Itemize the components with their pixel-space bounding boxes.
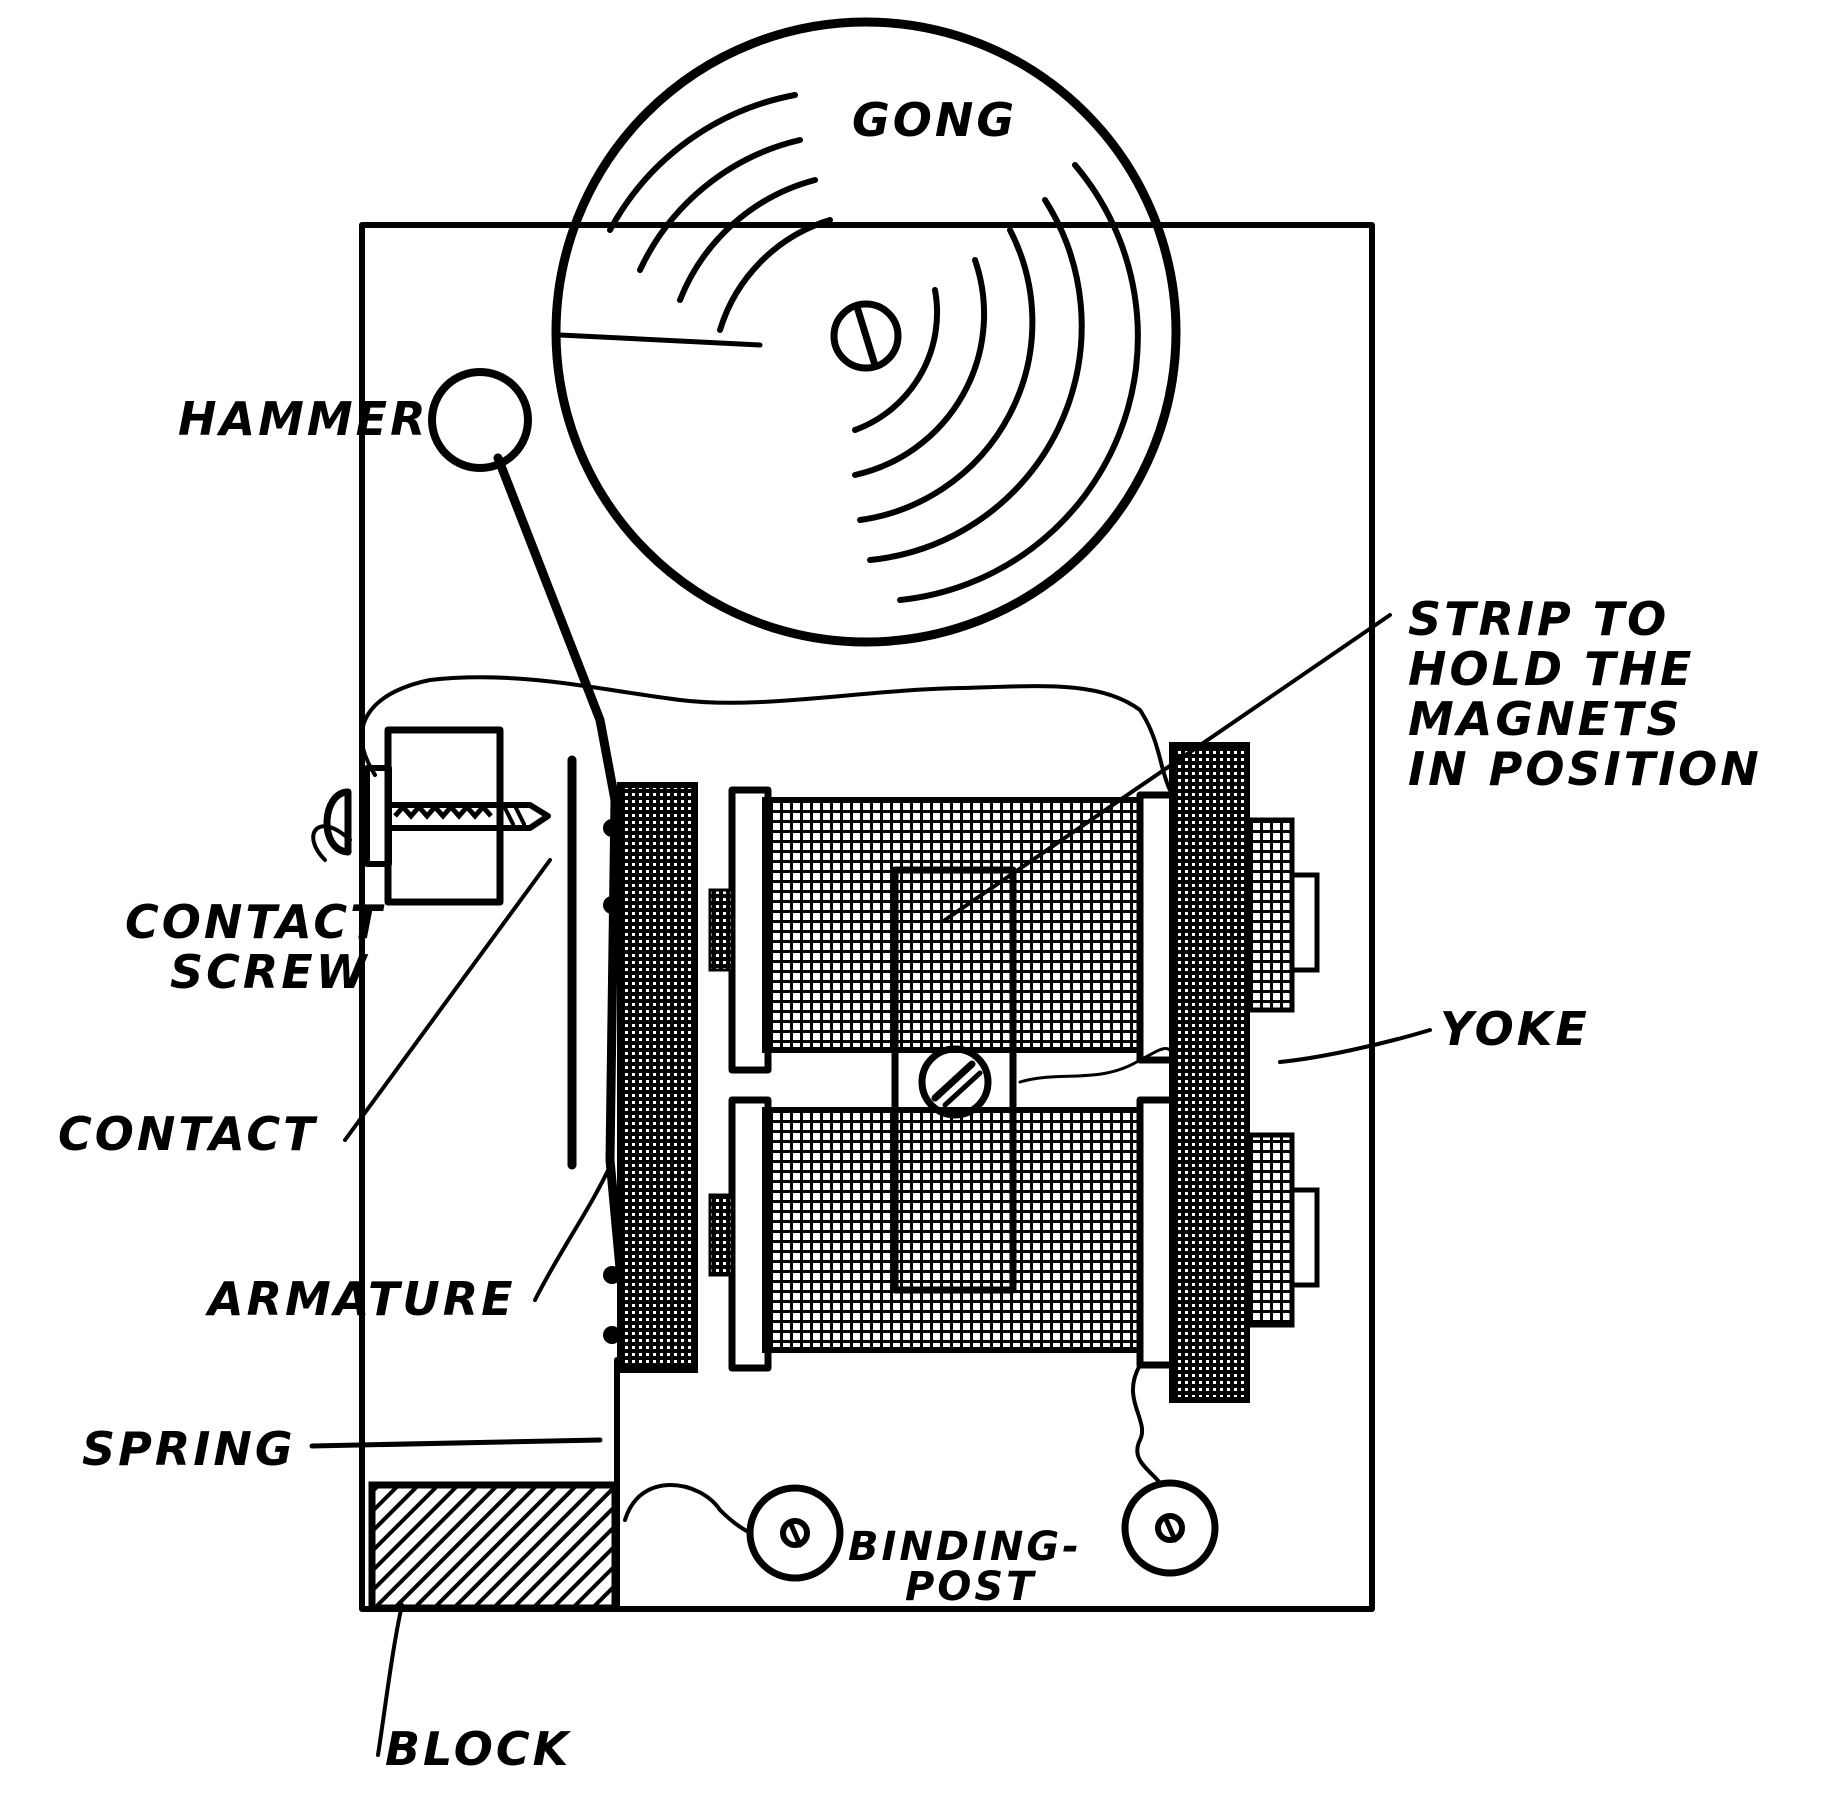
strip-label-line4: IN POSITION — [1408, 742, 1762, 796]
binding-post-right — [1121, 1479, 1219, 1577]
contact-screw-label-line2: SCREW — [170, 945, 369, 999]
block-leader — [376, 1603, 404, 1757]
post-wire-right — [1131, 1363, 1162, 1485]
strip-leader — [943, 613, 1392, 922]
armature-label: ARMATURE — [205, 1272, 516, 1326]
yoke — [1169, 742, 1250, 1403]
contact-label: CONTACT — [58, 1107, 318, 1161]
yoke-wire — [1018, 1047, 1177, 1084]
spring-label: SPRING — [82, 1422, 296, 1476]
strip-label-line2: HOLD THE — [1408, 642, 1694, 696]
coil-wire — [359, 675, 1172, 792]
upper-coil — [708, 786, 1180, 1074]
block-label: BLOCK — [385, 1722, 572, 1776]
hammer-label: HAMMER — [178, 392, 429, 446]
armature-leader — [533, 1160, 614, 1302]
strip-label-line1: STRIP TO — [1408, 592, 1669, 646]
contact-leader — [343, 858, 552, 1142]
yoke-nuts — [1247, 817, 1320, 1328]
yoke-label: YOKE — [1440, 1002, 1590, 1056]
hammer — [428, 368, 633, 1360]
holding-strip — [891, 866, 1017, 1294]
block — [368, 1481, 619, 1612]
base-board — [359, 222, 1375, 1612]
armature-rivets — [603, 819, 621, 1344]
strip-label-line3: MAGNETS — [1408, 692, 1683, 746]
binding-post-label-line2: POST — [905, 1564, 1036, 1610]
lower-coil — [708, 1096, 1180, 1372]
gong: GONG — [551, 17, 1181, 647]
binding-post-left — [746, 1484, 844, 1582]
contact-screw-label-line1: CONTACT — [125, 895, 385, 949]
post-wire-left — [623, 1483, 752, 1535]
binding-post-label-line1: BINDING- — [848, 1524, 1082, 1570]
gong-label: GONG — [852, 93, 1017, 147]
contact-screw-leader — [311, 824, 352, 862]
yoke-leader — [1278, 1028, 1432, 1064]
armature — [617, 782, 698, 1373]
spring-pointer — [309, 1437, 603, 1449]
